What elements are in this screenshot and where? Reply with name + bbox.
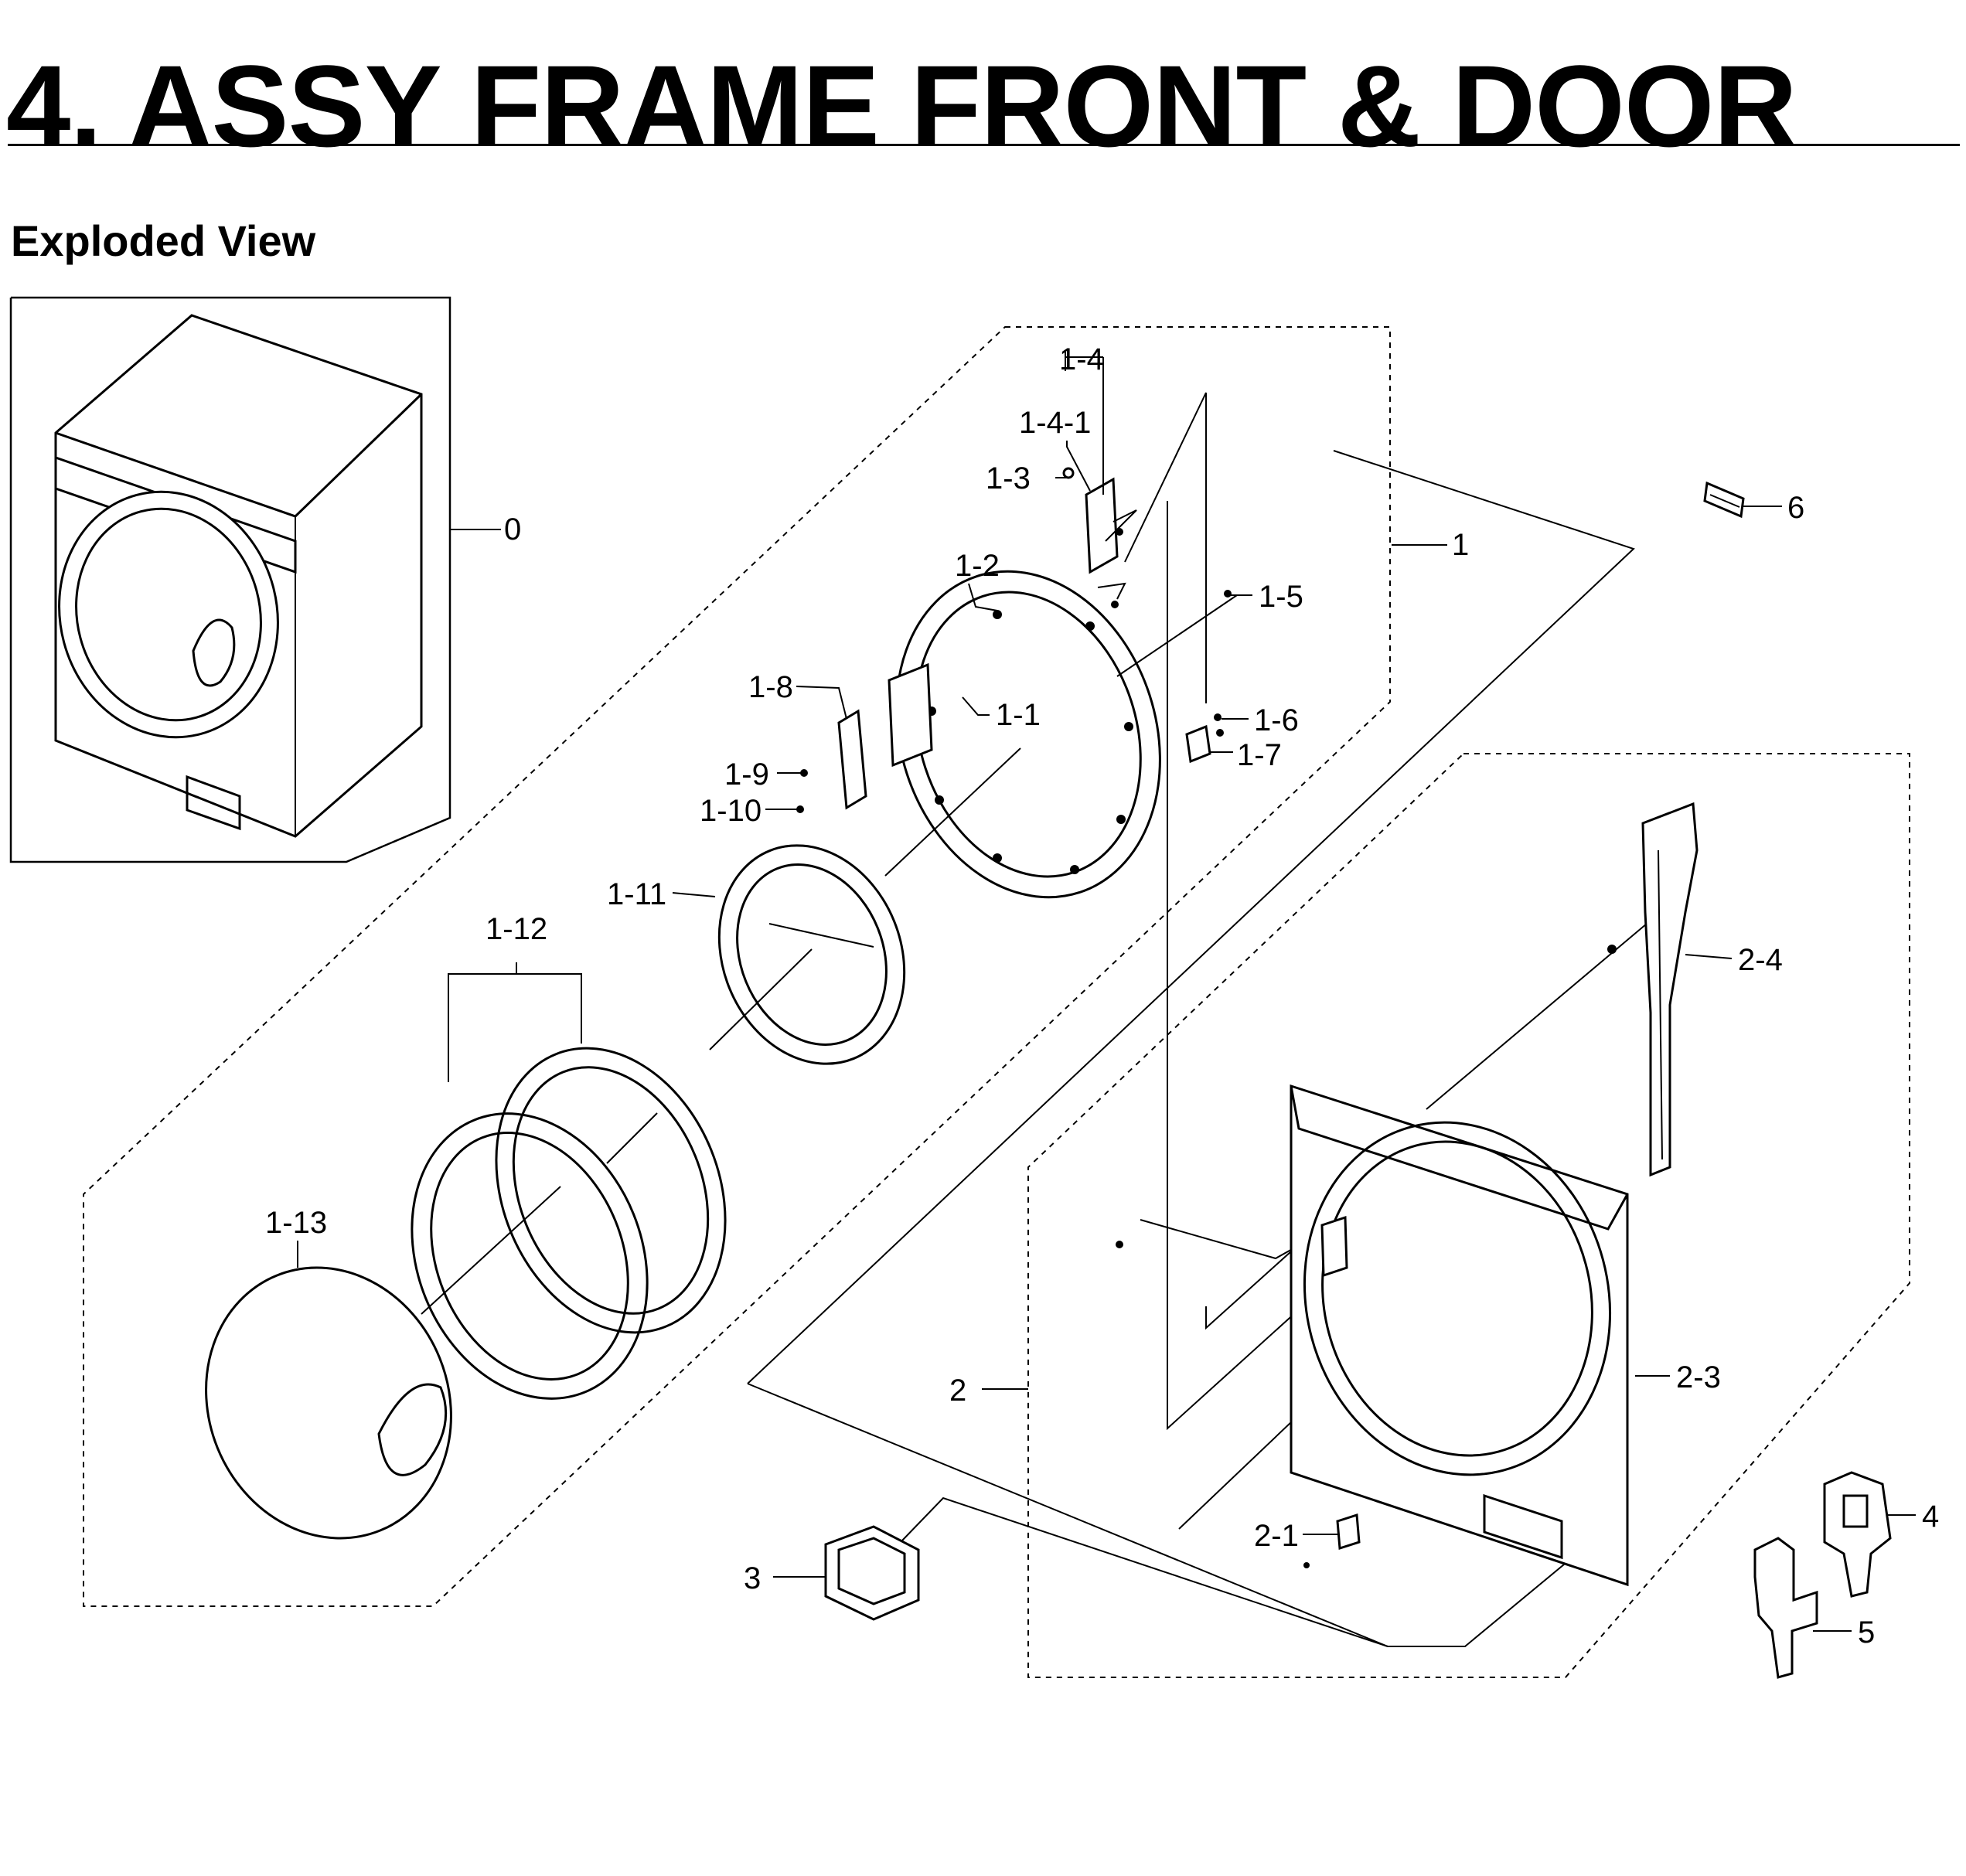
part-6-label: [1703, 481, 1745, 519]
callout-1-4-1: 1-4-1: [1019, 406, 1091, 440]
callout-1-1: 1-1: [996, 698, 1041, 732]
callout-4: 4: [1922, 1500, 1939, 1534]
callout-2: 2: [949, 1374, 966, 1408]
group-2-boundary: [1027, 753, 1910, 1678]
part-1-4-hinge-assy: [1085, 477, 1137, 608]
callout-1-11: 1-11: [607, 877, 666, 911]
callout-2-1: 2-1: [1254, 1519, 1299, 1553]
callout-1-9: 1-9: [724, 758, 769, 792]
group-1-boundary: [83, 326, 1391, 1607]
callout-2-3: 2-3: [1676, 1360, 1721, 1394]
callout-6: 6: [1787, 491, 1804, 525]
section-label: Exploded View: [11, 216, 316, 265]
callout-1-4: 1-4: [1059, 342, 1104, 376]
part-2-1-door-lock: [1336, 1513, 1361, 1551]
callout-1-2: 1-2: [955, 549, 1000, 583]
callout-1-6: 1-6: [1254, 703, 1299, 737]
callout-2-4: 2-4: [1738, 943, 1783, 977]
part-5-bracket: [1753, 1537, 1818, 1679]
callout-1-13: 1-13: [265, 1206, 327, 1240]
callout-1-5: 1-5: [1259, 580, 1303, 614]
callout-0: 0: [504, 512, 521, 546]
title-divider: [8, 144, 1960, 146]
callout-1-7: 1-7: [1237, 738, 1282, 772]
callout-labels: 0 1 1-1 1-2 1-3 1-4 1-4-1 1-5 1-6 1-7 1-…: [265, 342, 1939, 1650]
callout-1-8: 1-8: [748, 670, 793, 704]
part-1-7-door-lock-latch: [1185, 724, 1211, 764]
assembly-overview: [9, 296, 451, 863]
callout-1-12: 1-12: [486, 912, 547, 946]
part-1-13-door-glass-cover: [205, 1266, 452, 1540]
callout-1-10: 1-10: [700, 794, 762, 828]
part-2-4-frame-side-panel: [1641, 802, 1699, 1177]
callout-1: 1: [1452, 528, 1469, 562]
part-1-12-door-frame: [411, 1047, 727, 1400]
part-1-11-door-glass: [717, 844, 906, 1065]
leader-lines: [297, 352, 1916, 1632]
part-3-guide-detergent: [824, 1525, 920, 1621]
callout-1-3: 1-3: [986, 461, 1031, 495]
callout-5: 5: [1858, 1616, 1875, 1650]
washer-cabinet-illustration: [54, 314, 423, 838]
part-2-3-frame-front: [1290, 1084, 1629, 1587]
part-1-8-hinge: [837, 662, 933, 810]
part-4-bracket: [1823, 1471, 1892, 1598]
callout-3: 3: [744, 1561, 761, 1595]
part-1-2-door-ring: [895, 570, 1161, 899]
